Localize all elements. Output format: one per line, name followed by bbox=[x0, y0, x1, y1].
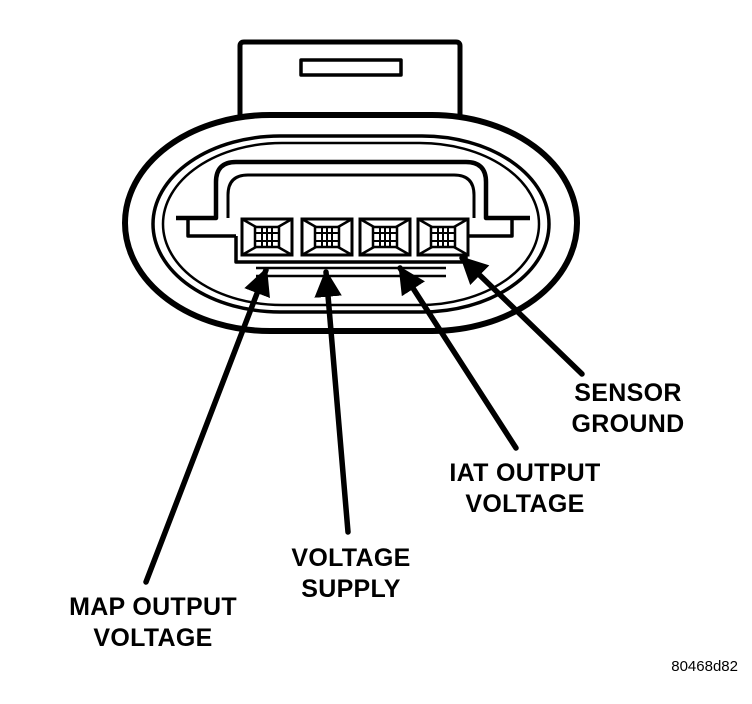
leader-arrow-voltage-supply bbox=[314, 269, 351, 535]
voltage-supply-label: VOLTAGE SUPPLY bbox=[256, 543, 446, 605]
connector-inner-ring bbox=[161, 141, 541, 307]
leader-arrow-iat-output bbox=[397, 265, 519, 451]
terminal-1-map-output bbox=[240, 217, 294, 257]
iat-output-line-2: VOLTAGE bbox=[465, 490, 585, 518]
map-output-line-2: VOLTAGE bbox=[93, 624, 213, 652]
terminal-4-sensor-ground bbox=[416, 217, 470, 257]
sensor-ground-line-1: SENSOR bbox=[574, 379, 682, 407]
map-output-line-1: MAP OUTPUT bbox=[69, 593, 237, 621]
leader-arrow-sensor-ground bbox=[459, 255, 585, 377]
iat-output-voltage-label: IAT OUTPUT VOLTAGE bbox=[420, 458, 630, 520]
map-output-voltage-label: MAP OUTPUT VOLTAGE bbox=[38, 592, 268, 654]
connector-inner-shell bbox=[151, 134, 551, 314]
iat-output-line-1: IAT OUTPUT bbox=[449, 459, 601, 487]
latch-slot bbox=[299, 58, 403, 77]
leader-arrow-map-output bbox=[143, 267, 270, 585]
sensor-ground-line-2: GROUND bbox=[571, 410, 685, 438]
figure-id: 80468d82 bbox=[671, 658, 738, 675]
voltage-supply-line-1: VOLTAGE bbox=[291, 544, 411, 572]
voltage-supply-line-2: SUPPLY bbox=[301, 575, 401, 603]
housing-ledge bbox=[186, 218, 514, 238]
terminal-3-iat-output bbox=[358, 217, 412, 257]
terminal-2-voltage-supply bbox=[300, 217, 354, 257]
connector-latch bbox=[237, 39, 463, 122]
housing-channel bbox=[226, 173, 476, 218]
terminal-housing bbox=[176, 159, 530, 221]
sensor-ground-label: SENSOR GROUND bbox=[548, 378, 708, 440]
